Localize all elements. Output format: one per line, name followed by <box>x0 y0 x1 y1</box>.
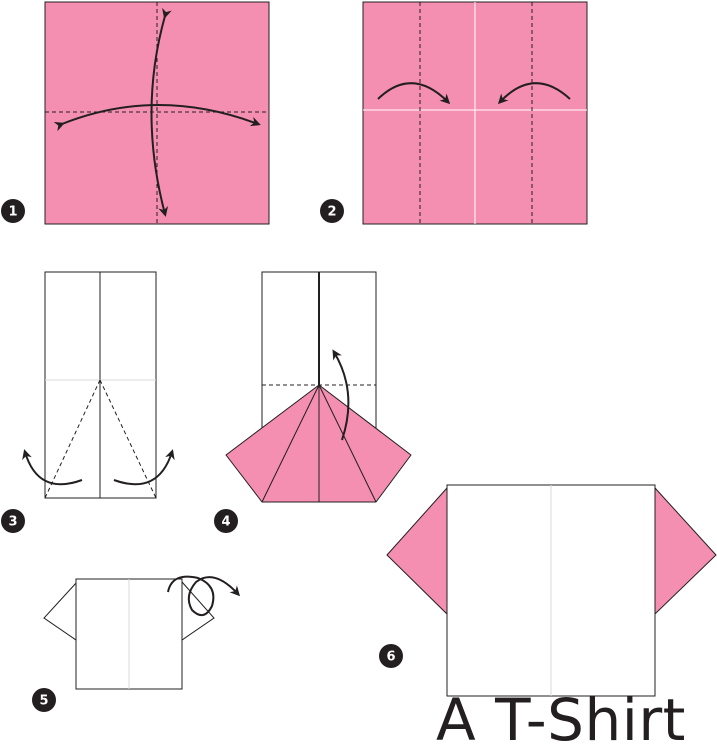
step-6-left-sleeve <box>386 486 448 616</box>
step-4: 4 <box>214 271 412 533</box>
step-2-right-arrow <box>497 82 571 105</box>
step-3-number: 3 <box>8 515 17 530</box>
step-2-number: 2 <box>327 205 336 220</box>
step-4-flap-right-line <box>318 384 377 503</box>
step-2-left-arrow <box>377 82 451 105</box>
step-2: 2 <box>320 1 588 225</box>
step-2-badge <box>320 199 344 223</box>
step-5-badge <box>32 688 56 712</box>
step-5-left-sleeve <box>43 580 78 641</box>
step-3: 3 <box>1 271 175 533</box>
step-1-badge <box>1 199 25 223</box>
step-5-number: 5 <box>39 694 48 709</box>
step-1-number: 1 <box>8 205 17 220</box>
step-1: 1 <box>1 1 270 225</box>
step-1-paper <box>44 1 270 225</box>
step-1-vertical-arrow <box>150 7 172 217</box>
step-4-badge <box>214 509 238 533</box>
step-5: 5 <box>32 575 241 712</box>
diagram-title: A T-Shirt <box>436 686 686 754</box>
step-1-horizontal-arrow <box>53 104 261 132</box>
step-4-up-arrow <box>332 349 350 441</box>
step-3-right-arrow <box>113 449 175 486</box>
step-6-badge <box>379 644 403 668</box>
step-4-flap-left-line <box>261 384 320 503</box>
step-3-right-diagonal-fold <box>99 379 157 499</box>
step-3-badge <box>1 509 25 533</box>
step-3-left-diagonal-fold <box>44 379 101 499</box>
step-3-left-arrow <box>22 449 83 486</box>
step-6: 6 <box>379 484 717 697</box>
step-6-number: 6 <box>386 650 395 665</box>
step-6-right-sleeve <box>654 486 717 616</box>
step-4-number: 4 <box>221 515 230 530</box>
step-5-turn-over-arrow <box>167 575 241 617</box>
